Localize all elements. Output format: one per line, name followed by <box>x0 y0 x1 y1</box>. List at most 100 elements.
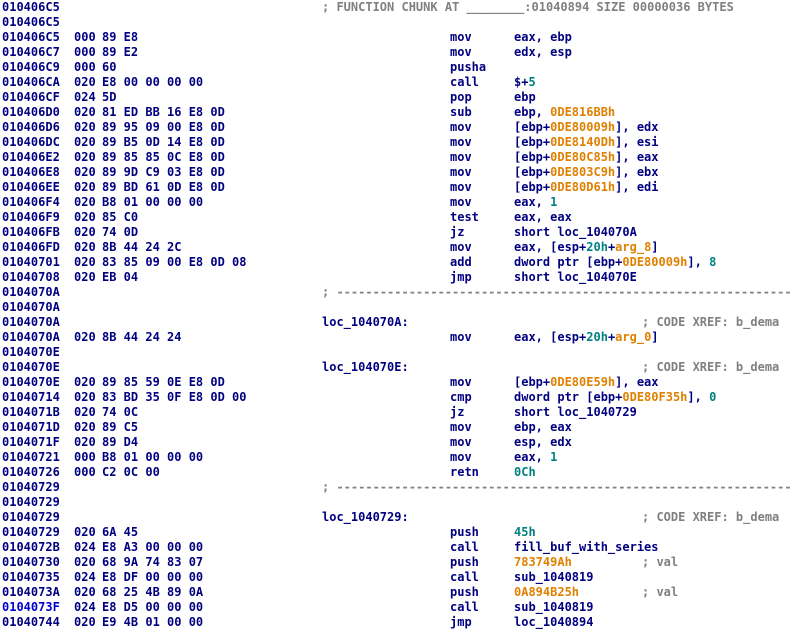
blank-row[interactable]: 0104070E <box>0 345 790 360</box>
mnemonic[interactable]: call <box>450 540 479 554</box>
label-row[interactable]: 0104070E loc_104070E: ; CODE XREF: b_dema <box>0 360 790 375</box>
operand[interactable]: [ebp+0DE80E59h], eax <box>514 375 659 390</box>
mnemonic[interactable]: mov <box>450 45 472 59</box>
operand[interactable]: sub_1040819 <box>514 600 593 615</box>
address[interactable]: 010406CA <box>2 75 60 89</box>
address[interactable]: 0104070E <box>2 360 60 374</box>
address[interactable]: 0104073F <box>2 600 60 614</box>
address[interactable]: 010406D0 <box>2 105 60 119</box>
address[interactable]: 010406F9 <box>2 210 60 224</box>
separator-row[interactable]: 0104070A; ------------------------------… <box>0 285 790 300</box>
address[interactable]: 01040729 <box>2 510 60 524</box>
operand[interactable]: eax, 1 <box>514 450 557 465</box>
operand[interactable]: fill_buf_with_series <box>514 540 659 555</box>
code-xref-comment[interactable]: ; CODE XREF: b_dema <box>642 360 780 374</box>
mnemonic[interactable]: mov <box>450 420 472 434</box>
operand[interactable]: [ebp+0DE80009h], edx <box>514 120 659 135</box>
address[interactable]: 010406FD <box>2 240 60 254</box>
mnemonic[interactable]: call <box>450 600 479 614</box>
operand[interactable]: esp, edx <box>514 435 572 450</box>
operand[interactable]: [ebp+0DE803C9h], ebx <box>514 165 659 180</box>
blank-row[interactable]: 01040729 <box>0 495 790 510</box>
address[interactable]: 010406CF <box>2 90 60 104</box>
mnemonic[interactable]: push <box>450 525 479 539</box>
code-xref-comment[interactable]: ; CODE XREF: b_dema <box>642 315 780 329</box>
address[interactable]: 01040708 <box>2 270 60 284</box>
mnemonic[interactable]: mov <box>450 135 472 149</box>
operand[interactable]: short loc_104070A <box>514 225 637 240</box>
operand[interactable]: sub_1040819 <box>514 570 593 585</box>
operand[interactable]: 0A894B25h <box>514 585 579 600</box>
operand[interactable]: eax, eax <box>514 210 572 225</box>
blank-row[interactable]: 0104070A <box>0 300 790 315</box>
operand[interactable]: $+5 <box>514 75 536 90</box>
operand[interactable]: [ebp+0DE80C85h], eax <box>514 150 659 165</box>
mnemonic[interactable]: mov <box>450 150 472 164</box>
operand[interactable]: 45h <box>514 525 536 540</box>
address[interactable]: 010406F4 <box>2 195 60 209</box>
address[interactable]: 01040744 <box>2 615 60 629</box>
operand[interactable]: ebp, 0DE816BBh <box>514 105 615 120</box>
address[interactable]: 01040701 <box>2 255 60 269</box>
mnemonic[interactable]: call <box>450 75 479 89</box>
address[interactable]: 010406C5 <box>2 15 60 29</box>
address[interactable]: 0104070A <box>2 285 60 299</box>
address[interactable]: 01040729 <box>2 480 60 494</box>
operand[interactable]: ebp <box>514 90 536 105</box>
code-label[interactable]: loc_104070E: <box>322 360 409 374</box>
address[interactable]: 0104070A <box>2 300 60 314</box>
address[interactable]: 010406C5 <box>2 30 60 44</box>
mnemonic[interactable]: push <box>450 555 479 569</box>
mnemonic[interactable]: call <box>450 570 479 584</box>
mnemonic[interactable]: mov <box>450 435 472 449</box>
operand[interactable]: ebp, eax <box>514 420 572 435</box>
mnemonic[interactable]: mov <box>450 375 472 389</box>
mnemonic[interactable]: pusha <box>450 60 487 74</box>
address[interactable]: 0104073A <box>2 585 60 599</box>
address[interactable]: 01040726 <box>2 465 60 479</box>
address[interactable]: 01040729 <box>2 495 60 509</box>
mnemonic[interactable]: cmp <box>450 390 472 404</box>
mnemonic[interactable]: mov <box>450 195 472 209</box>
address[interactable]: 010406E2 <box>2 150 60 164</box>
operand[interactable]: short loc_104070E <box>514 270 637 285</box>
blank-row[interactable]: 010406C5 <box>0 15 790 30</box>
address[interactable]: 010406C5 <box>2 0 60 14</box>
code-label[interactable]: loc_1040729: <box>322 510 409 524</box>
address[interactable]: 0104070A <box>2 330 60 344</box>
operand[interactable]: loc_1040894 <box>514 615 593 630</box>
operand[interactable]: 783749Ah <box>514 555 572 570</box>
mnemonic[interactable]: add <box>450 255 472 269</box>
address[interactable]: 0104072B <box>2 540 60 554</box>
mnemonic[interactable]: jz <box>450 405 465 419</box>
address[interactable]: 010406E8 <box>2 165 60 179</box>
mnemonic[interactable]: jmp <box>450 270 472 284</box>
address[interactable]: 010406EE <box>2 180 60 194</box>
operand[interactable]: eax, 1 <box>514 195 557 210</box>
operand[interactable]: eax, ebp <box>514 30 572 45</box>
address[interactable]: 0104070E <box>2 345 60 359</box>
address[interactable]: 010406DC <box>2 135 60 149</box>
address[interactable]: 0104071B <box>2 405 60 419</box>
